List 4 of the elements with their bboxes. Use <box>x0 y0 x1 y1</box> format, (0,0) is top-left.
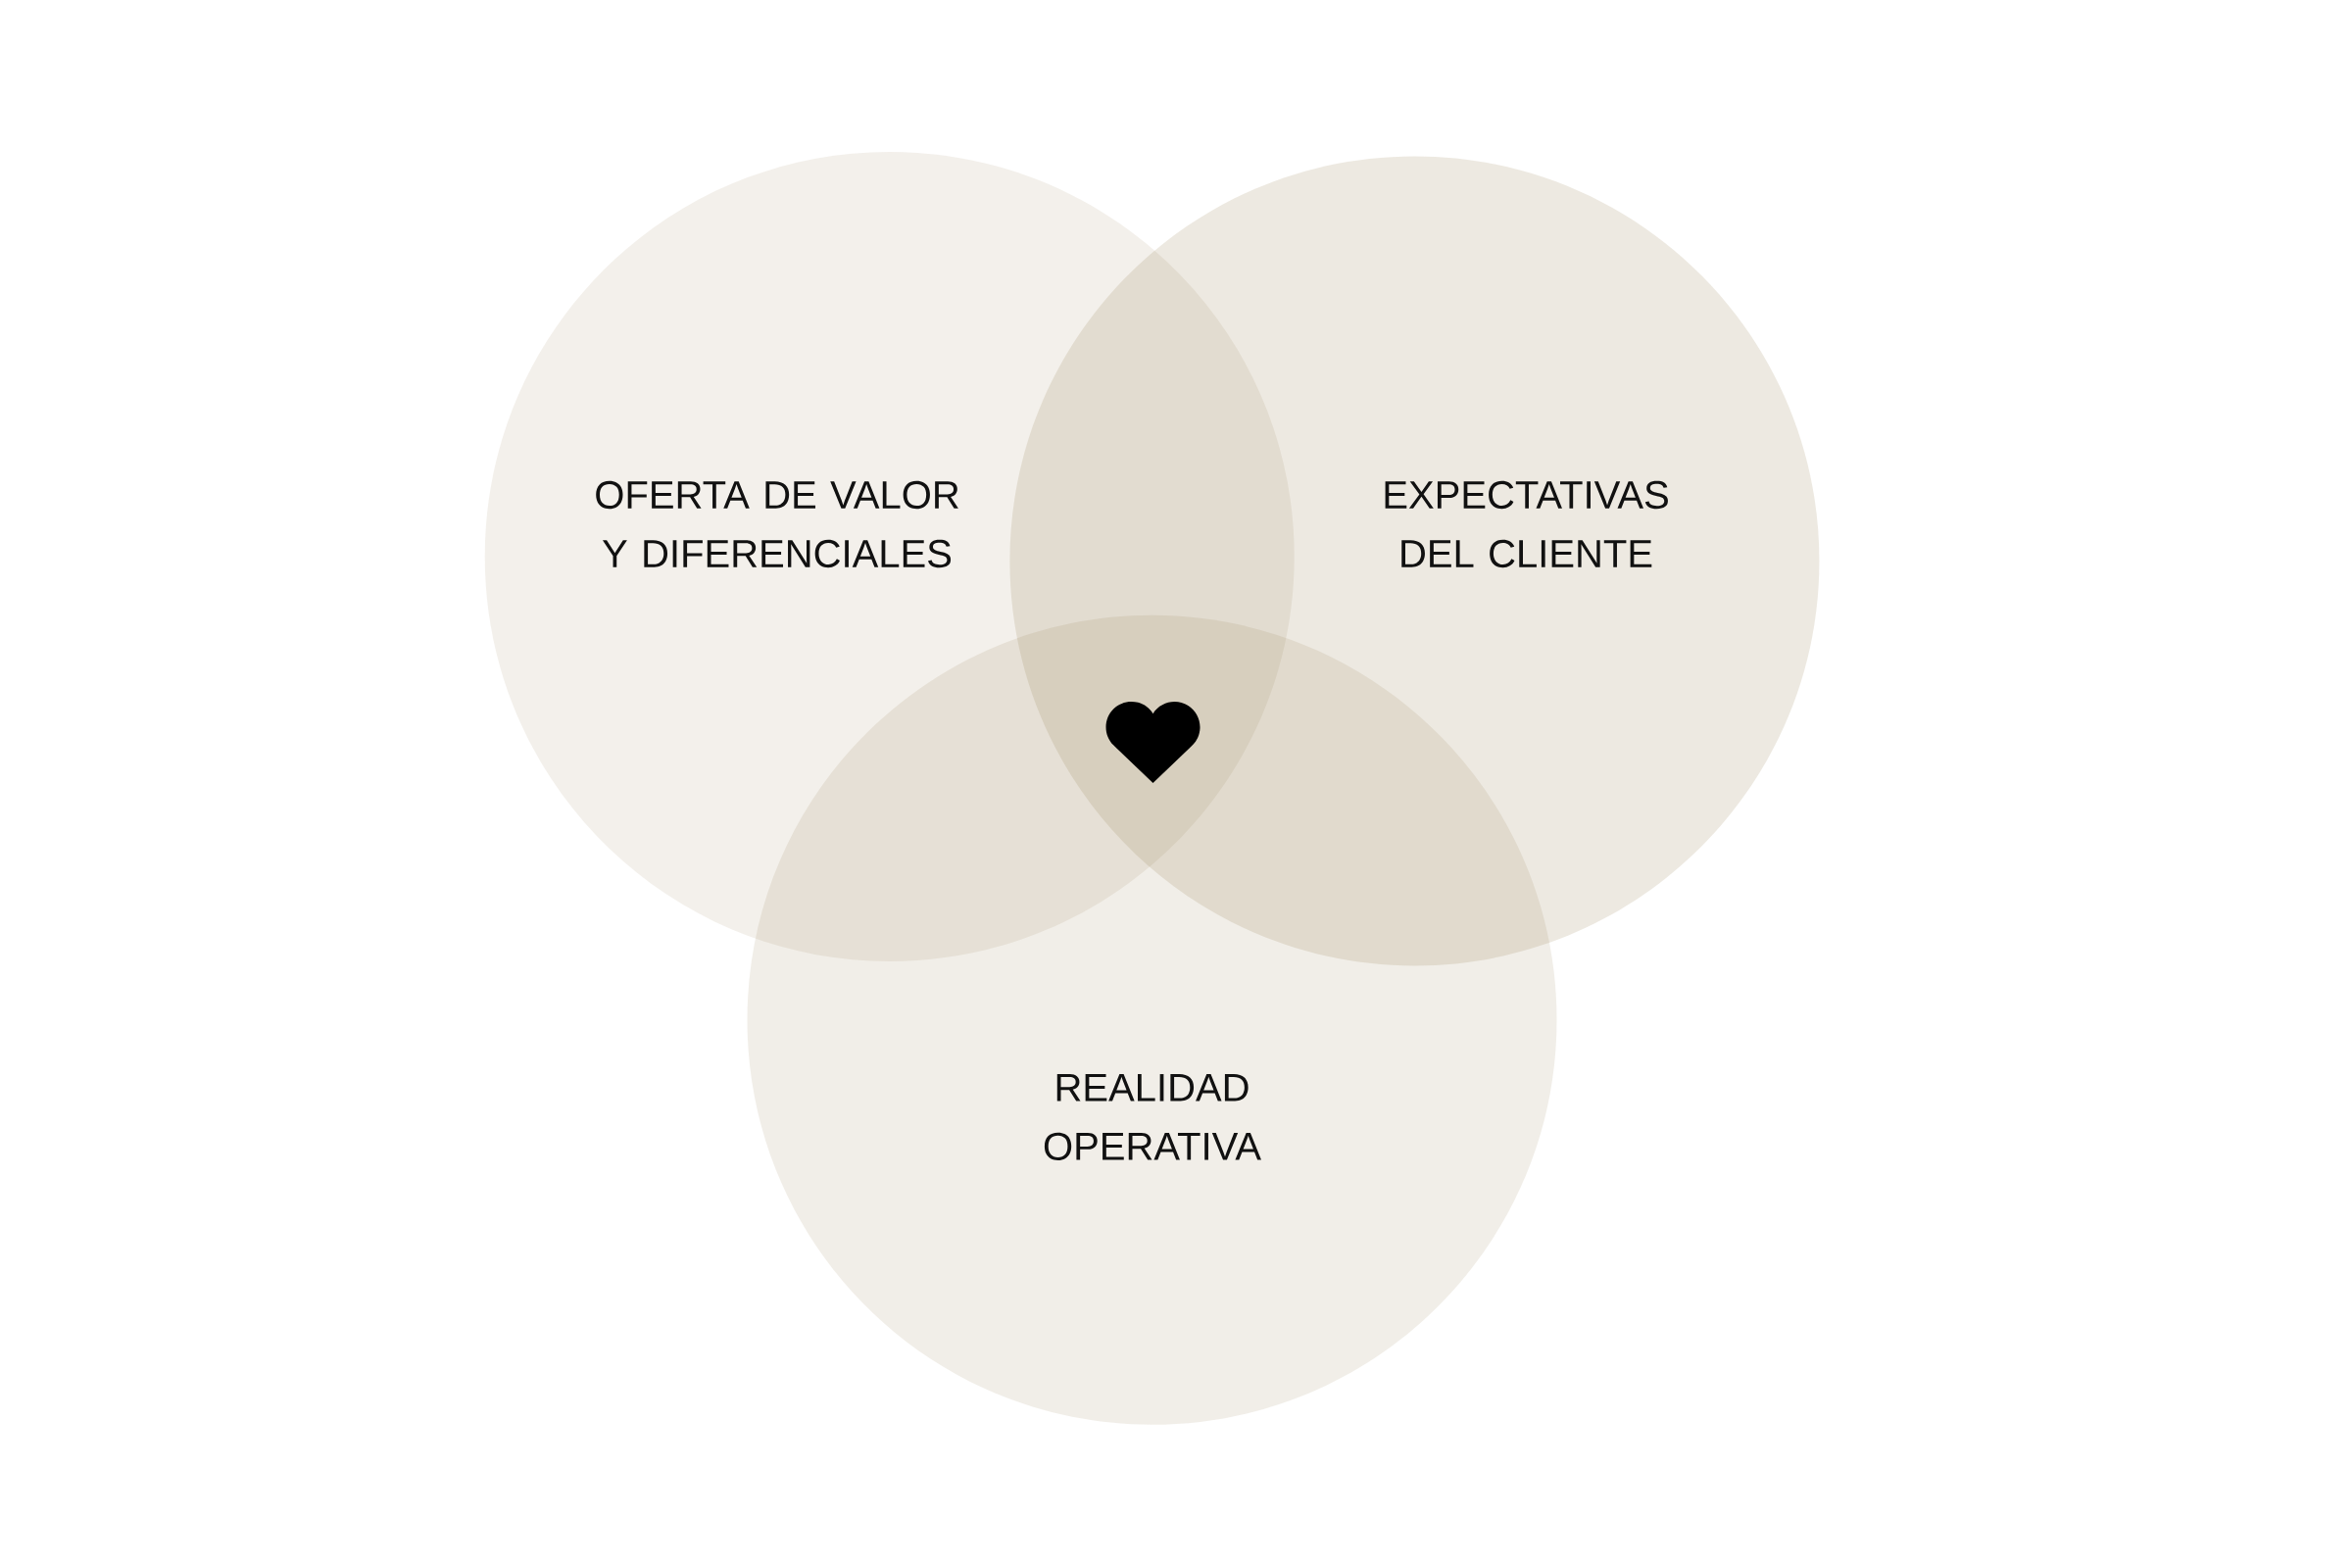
venn-circle <box>747 614 1557 1425</box>
circle-label: REALIDAD OPERATIVA <box>1044 1074 1261 1160</box>
circle-label: EXPECTATIVAS DEL CLIENTE <box>1385 480 1668 568</box>
circle-label: OFERTA DE VALOR Y DIFERENCIALES <box>596 480 958 568</box>
